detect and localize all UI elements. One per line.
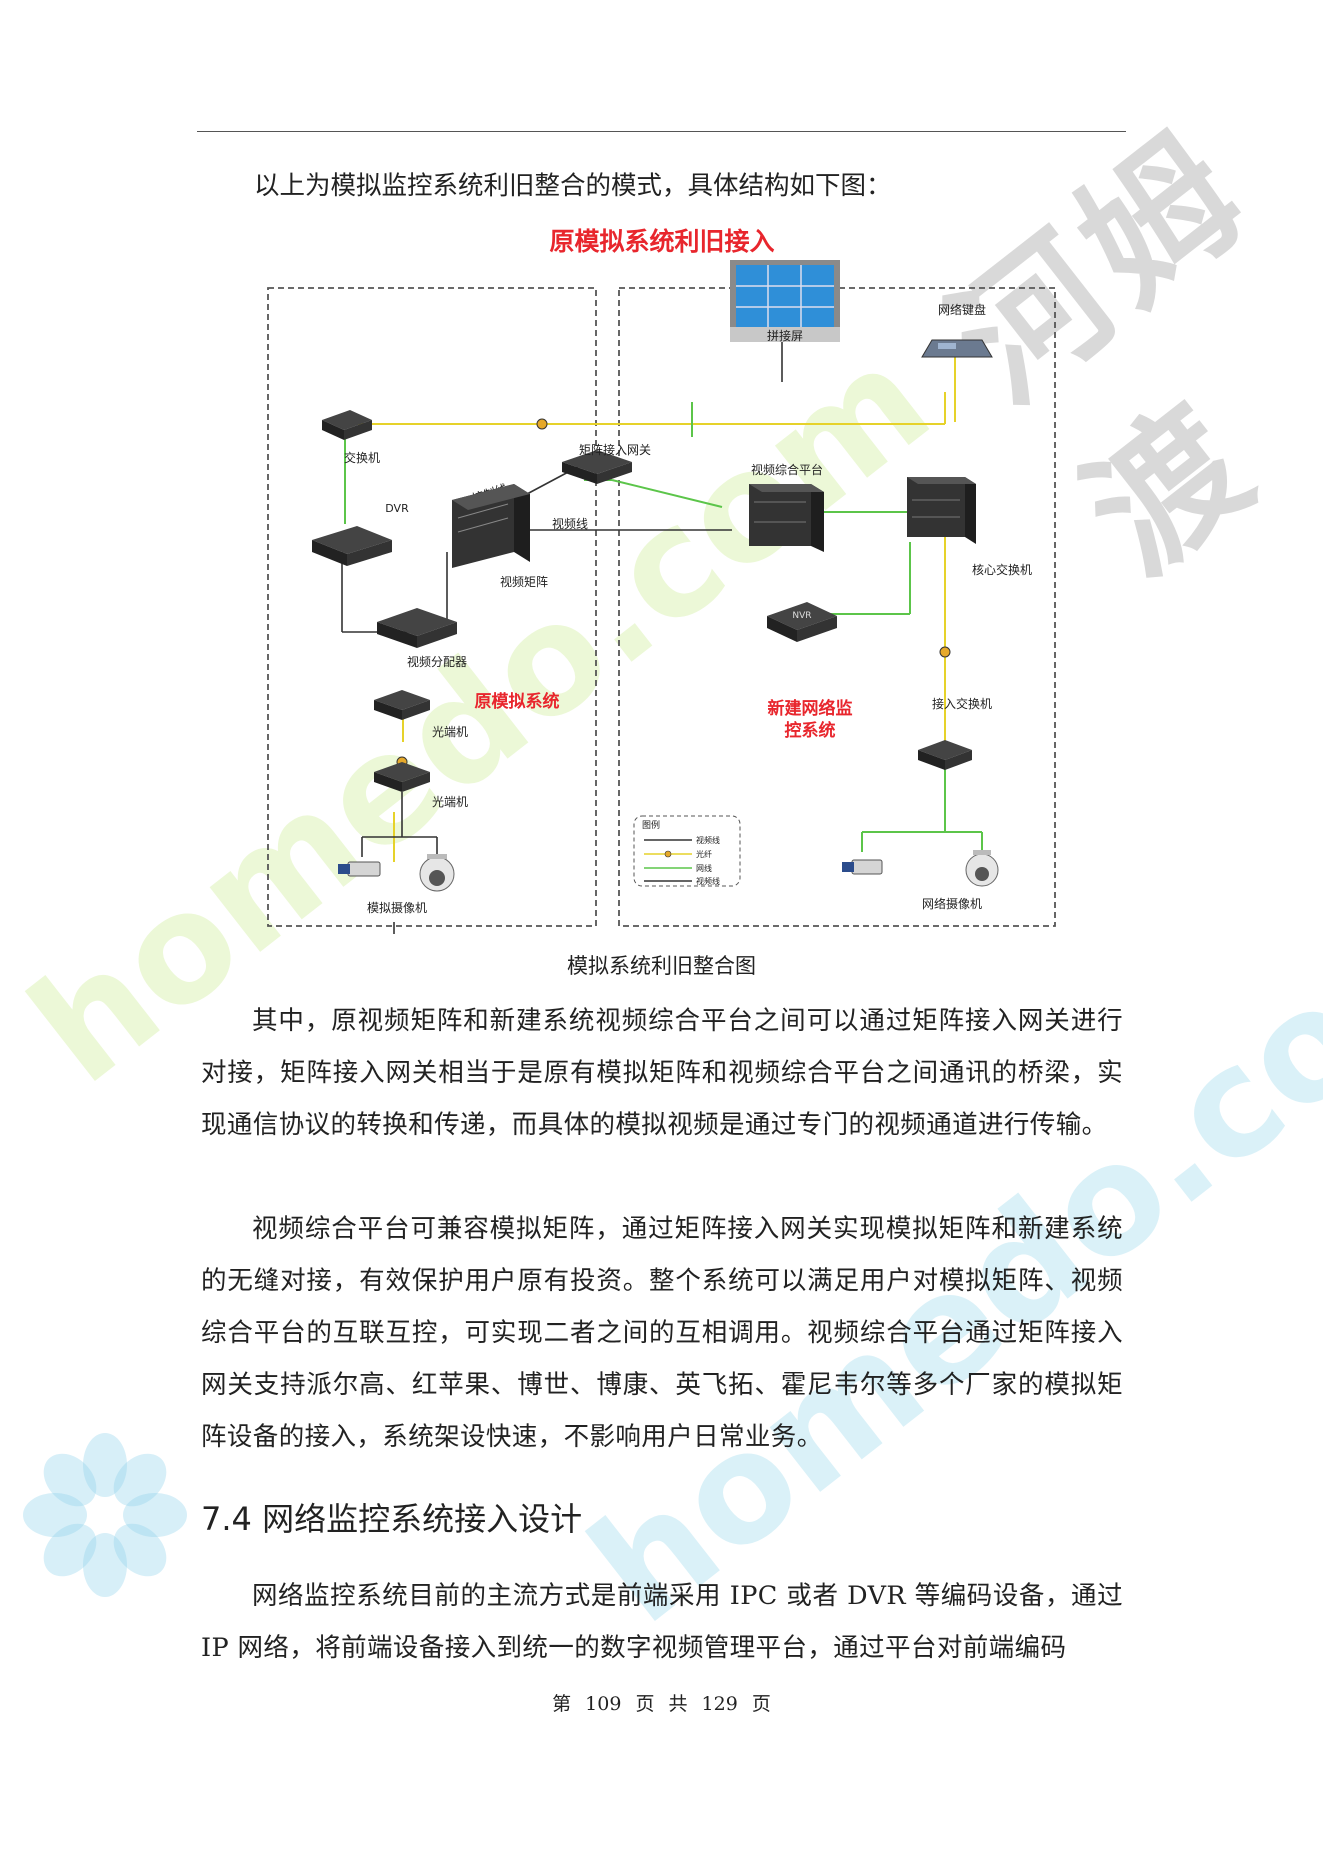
splice-screen-label: 拼接屏 xyxy=(767,328,803,343)
watermark-flower-icon xyxy=(20,1430,190,1600)
switch: 交换机 xyxy=(322,410,380,465)
core-switch: 核心交换机 xyxy=(907,477,1032,577)
analog-camera-label: 模拟摄像机 xyxy=(367,900,427,915)
network-keyboard: 网络键盘 xyxy=(921,302,993,358)
body-paragraph-1: 其中，原视频矩阵和新建系统视频综合平台之间可以通过矩阵接入网关进行对接，矩阵接入… xyxy=(201,1006,1123,1140)
legend-title: 图例 xyxy=(642,819,660,831)
video-distributor: 视频分配器 xyxy=(377,608,467,669)
section-paragraph: 网络监控系统目前的主流方式是前端采用 IPC 或者 DVR 等编码设备，通过 I… xyxy=(201,1581,1123,1663)
matrix-gateway: 矩阵接入网关 xyxy=(562,442,651,484)
nvr-label: NVR xyxy=(792,611,811,621)
network-dome-camera-icon xyxy=(965,850,999,887)
header-rule xyxy=(197,131,1126,132)
legend-item-2: 网线 xyxy=(696,863,712,873)
optical-terminal-1-label: 光端机 xyxy=(432,725,468,739)
nvr: NVR xyxy=(767,602,837,642)
right-region-frame xyxy=(618,287,1056,927)
section-heading: 7.4 网络监控系统接入设计 xyxy=(201,1500,583,1538)
core-switch-label: 核心交换机 xyxy=(972,562,1032,577)
body-paragraph-2: 视频综合平台可兼容模拟矩阵，通过矩阵接入网关实现模拟矩阵和新建系统的无缝对接，有… xyxy=(201,1214,1123,1452)
dvr-label: DVR xyxy=(385,502,409,515)
video-distributor-label: 视频分配器 xyxy=(407,654,467,669)
analog-dome-camera-icon xyxy=(419,854,455,892)
fiber-marker xyxy=(939,646,951,658)
dvr: DVR xyxy=(312,502,409,566)
video-line-label: 视频线 xyxy=(552,516,588,531)
page-footer: 第 109 页 共 129 页 xyxy=(552,1693,771,1715)
legend-item-1: 光纤 xyxy=(696,849,712,859)
access-switch-label: 接入交换机 xyxy=(932,696,992,711)
matrix-gateway-label: 矩阵接入网关 xyxy=(579,442,651,457)
lead-text: 以上为模拟监控系统利旧整合的模式，具体结构如下图： xyxy=(254,171,892,201)
optical-terminal-1: 光端机 xyxy=(374,690,468,739)
figure-caption: 模拟系统利旧整合图 xyxy=(567,954,756,978)
optical-terminal-2: 光端机 xyxy=(374,762,468,809)
left-region-label: 原模拟系统 xyxy=(475,691,560,712)
network-keyboard-label: 网络键盘 xyxy=(938,302,986,317)
optical-terminal-2-label: 光端机 xyxy=(432,795,468,809)
video-matrix: 视频矩阵 xyxy=(452,484,548,589)
video-platform-label: 视频综合平台 xyxy=(751,462,823,477)
right-region-label-1: 新建网络监 xyxy=(768,698,853,719)
access-switch: 接入交换机 xyxy=(918,696,992,770)
legend-item-3: 视频线 xyxy=(696,876,720,886)
diagram-title: 原模拟系统利旧接入 xyxy=(549,227,774,256)
video-platform: 视频综合平台 xyxy=(749,462,824,552)
analog-box-camera-icon xyxy=(338,861,381,877)
splice-screen: 拼接屏 xyxy=(730,260,840,343)
video-matrix-label: 视频矩阵 xyxy=(500,574,548,589)
network-camera-label: 网络摄像机 xyxy=(922,896,982,911)
network-box-camera-icon xyxy=(842,859,883,875)
right-region-label-2: 控系统 xyxy=(785,720,836,741)
system-diagram: 原模拟系统利旧接入 xyxy=(262,222,1062,934)
left-region-frame xyxy=(267,287,597,927)
legend: 图例 视频线 光纤 网线 视频线 xyxy=(633,815,741,887)
legend-item-0: 视频线 xyxy=(696,835,720,845)
switch-label: 交换机 xyxy=(344,450,380,465)
fiber-marker xyxy=(536,418,548,430)
